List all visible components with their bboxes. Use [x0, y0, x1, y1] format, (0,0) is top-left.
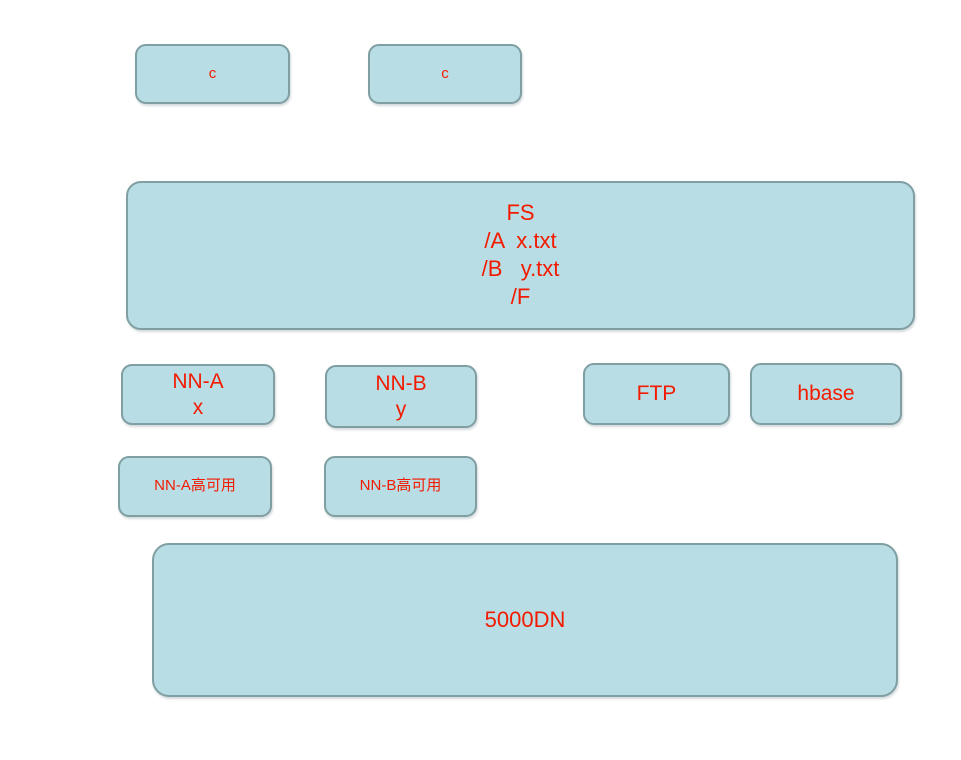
client-box-left-label: c	[208, 64, 217, 82]
hbase-label: hbase	[797, 382, 855, 406]
datanode-pool-label: 5000DN	[484, 606, 566, 632]
namenode-a-box[interactable]: NN-A x	[121, 364, 275, 425]
namenode-b-box[interactable]: NN-B y	[325, 365, 477, 428]
ftp-label: FTP	[636, 382, 677, 406]
namenode-a-detail: x	[192, 395, 204, 419]
namenode-b-ha-label: NN-B高可用	[359, 477, 442, 495]
client-box-right[interactable]: c	[368, 44, 522, 104]
fs-title: FS	[506, 200, 535, 226]
fs-path-f: /F	[510, 283, 531, 309]
namenode-b-detail: y	[395, 397, 407, 421]
filesystem-namespace-box[interactable]: FS /A x.txt /B y.txt /F	[126, 181, 915, 330]
datanode-pool-box[interactable]: 5000DN	[152, 543, 898, 697]
namenode-a-ha-label: NN-A高可用	[154, 477, 236, 495]
client-box-right-label: c	[441, 64, 449, 82]
namenode-a-title: NN-A	[172, 369, 224, 393]
namenode-b-high-availability-box[interactable]: NN-B高可用	[324, 456, 477, 517]
fs-path-b: /B y.txt	[481, 256, 560, 281]
hbase-box[interactable]: hbase	[750, 363, 902, 425]
fs-path-a: /A x.txt	[484, 228, 557, 254]
namenode-b-title: NN-B	[375, 371, 427, 395]
namenode-a-high-availability-box[interactable]: NN-A高可用	[118, 456, 272, 517]
client-box-left[interactable]: c	[135, 44, 290, 104]
ftp-box[interactable]: FTP	[583, 363, 730, 425]
